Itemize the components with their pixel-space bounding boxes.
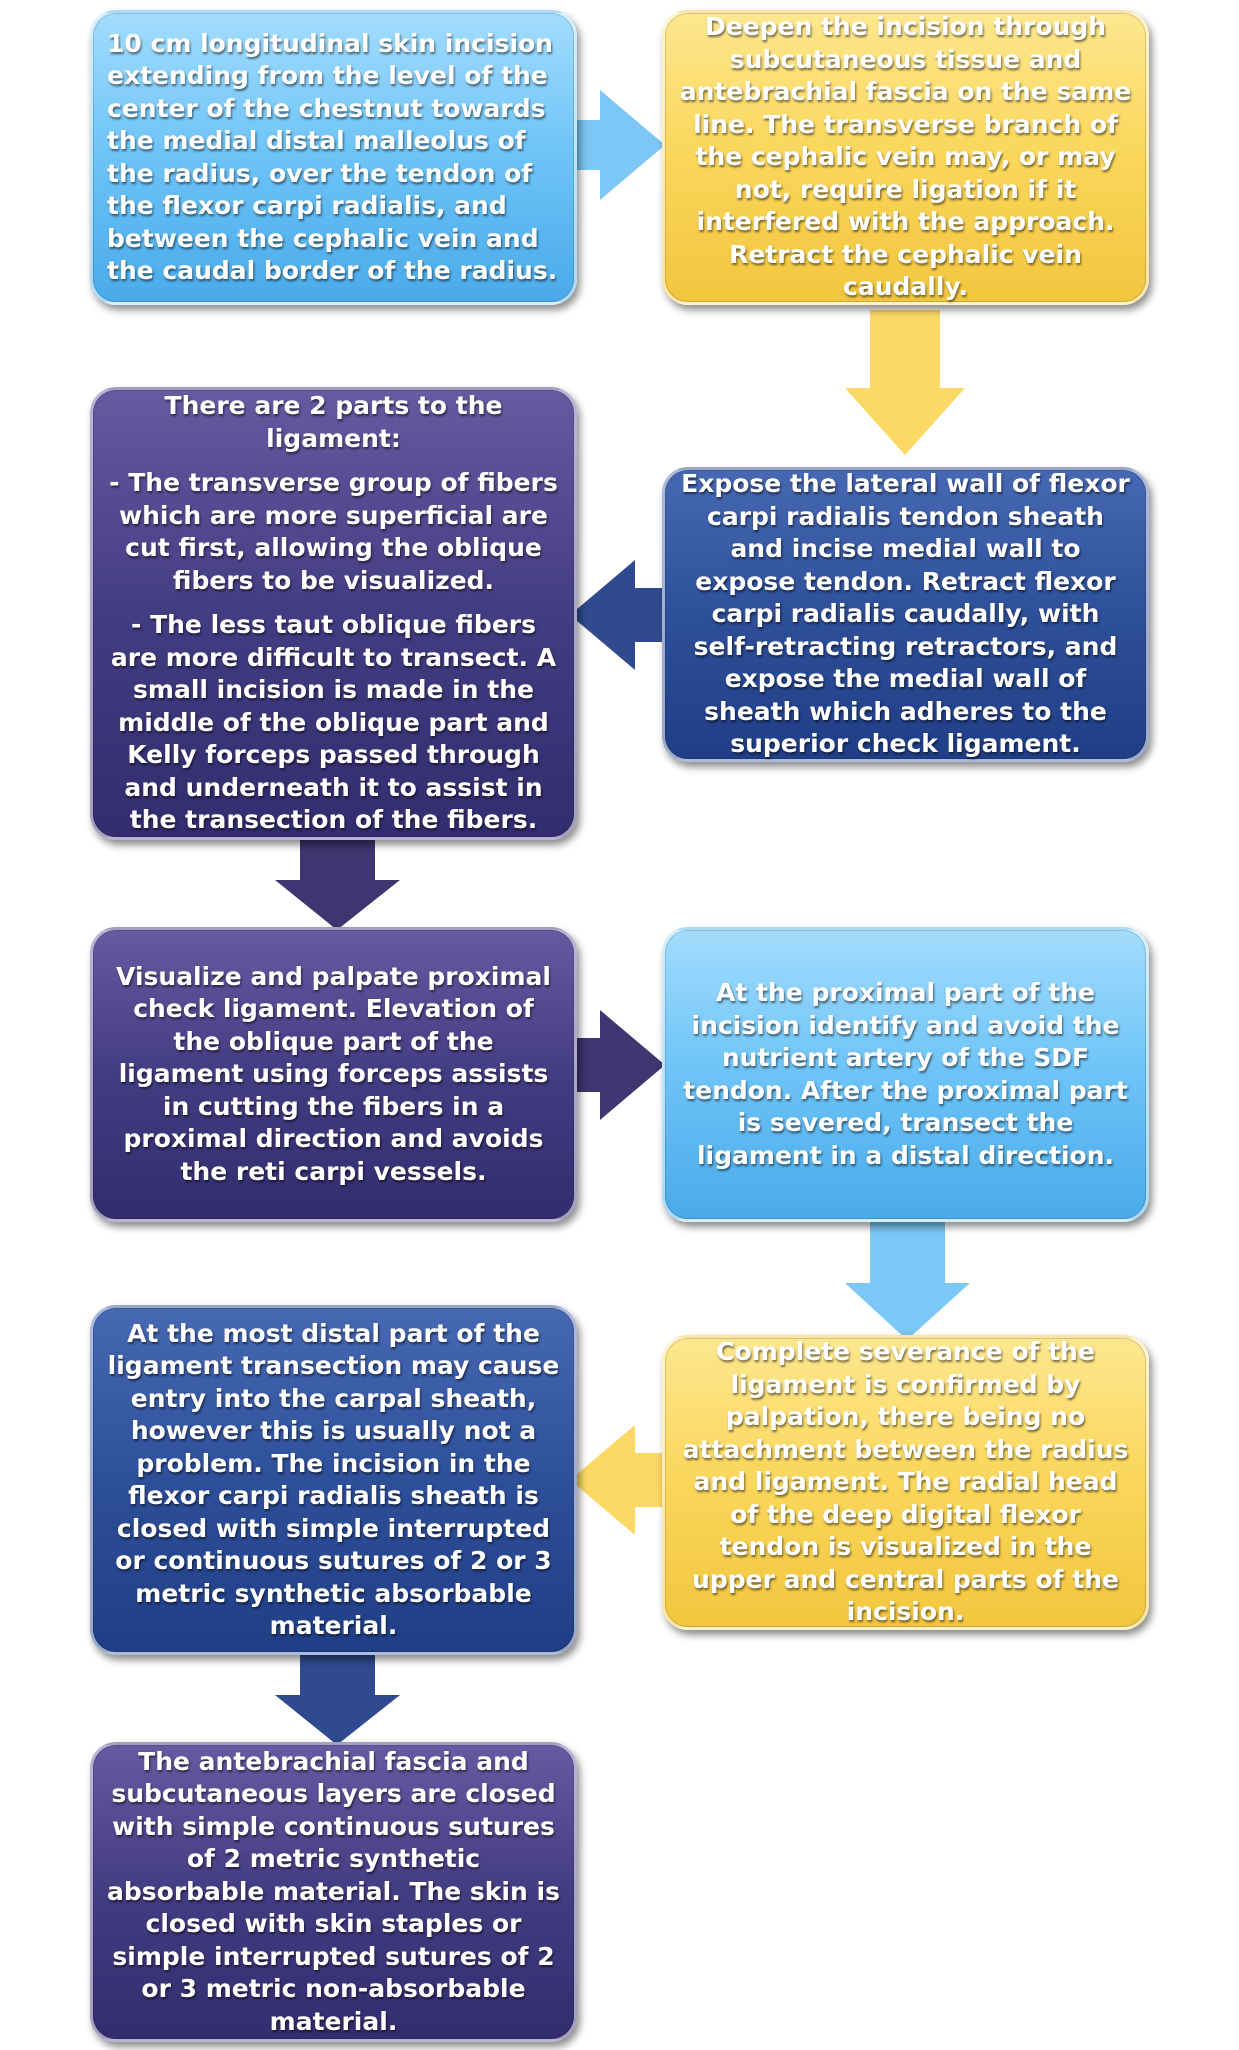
arrow-step1-to-step2 xyxy=(555,90,665,200)
arrow-step3-to-step4 xyxy=(570,560,680,670)
step-2-text: Deepen the incision through subcutaneous… xyxy=(679,12,1132,302)
arrow-step4-to-step5 xyxy=(275,835,400,930)
step-5-box: Visualize and palpate proximal check lig… xyxy=(90,927,577,1222)
arrow-step5-to-step6 xyxy=(555,1010,665,1120)
step-4-point-2: - The less taut oblique fibers are more … xyxy=(110,610,557,835)
arrow-step8-to-step9 xyxy=(275,1650,400,1745)
step-6-box: At the proximal part of the incision ide… xyxy=(662,927,1149,1222)
step-1-text: 10 cm longitudinal skin incision extendi… xyxy=(107,28,558,286)
arrow-step2-to-step3 xyxy=(845,310,965,455)
arrow-step7-to-step8 xyxy=(570,1425,680,1535)
step-9-text: The antebrachial fascia and subcutaneous… xyxy=(107,1746,560,2036)
step-4-box: There are 2 parts to the ligament: - The… xyxy=(90,387,577,840)
step-8-text: At the most distal part of the ligament … xyxy=(107,1318,560,1641)
step-8-box: At the most distal part of the ligament … xyxy=(90,1305,577,1655)
step-3-box: Expose the lateral wall of flexor carpi … xyxy=(662,467,1149,762)
step-5-text: Visualize and palpate proximal check lig… xyxy=(116,961,551,1186)
step-7-text: Complete severance of the ligament is co… xyxy=(682,1337,1129,1627)
step-3-text: Expose the lateral wall of flexor carpi … xyxy=(681,469,1130,759)
step-2-box: Deepen the incision through subcutaneous… xyxy=(662,10,1149,305)
step-4-point-1: - The transverse group of fibers which a… xyxy=(109,468,558,595)
step-1-box: 10 cm longitudinal skin incision extendi… xyxy=(90,10,577,305)
step-6-text: At the proximal part of the incision ide… xyxy=(683,978,1128,1170)
step-7-box: Complete severance of the ligament is co… xyxy=(662,1335,1149,1630)
step-9-box: The antebrachial fascia and subcutaneous… xyxy=(90,1742,577,2042)
arrow-step6-to-step7 xyxy=(845,1205,970,1340)
step-4-heading: There are 2 parts to the ligament: xyxy=(164,391,503,453)
